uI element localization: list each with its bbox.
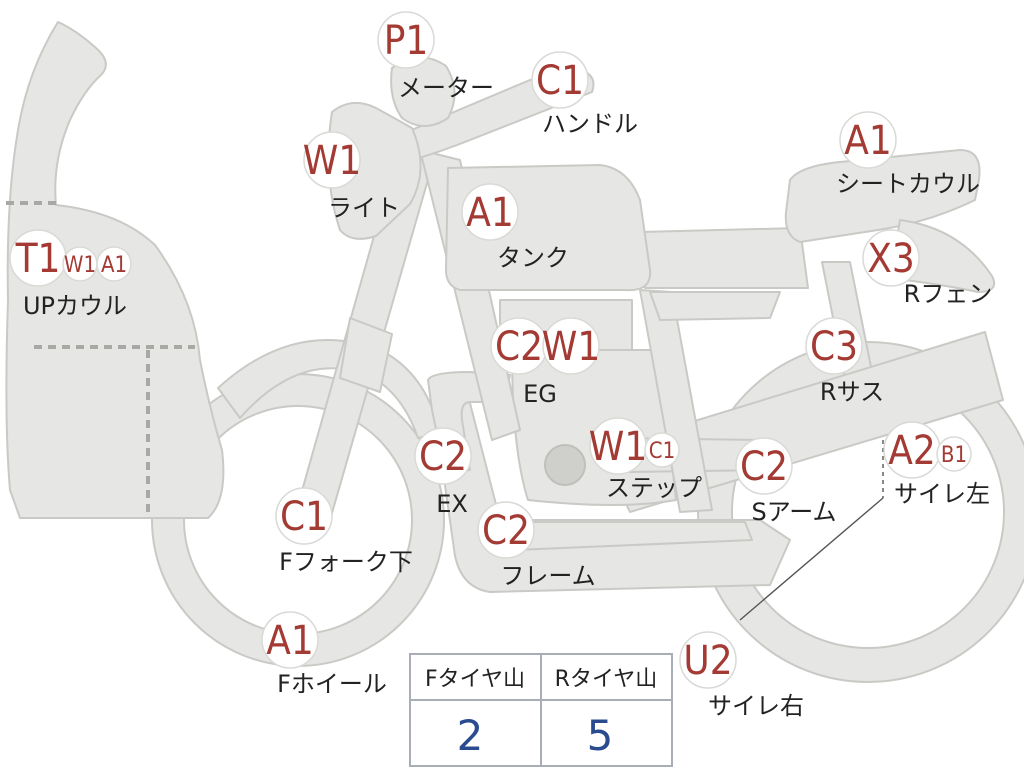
- part-label-exhaust: EX: [436, 490, 468, 518]
- code-badge-silencer-right-1: U2: [679, 631, 737, 689]
- code-badge-circle: [805, 317, 863, 375]
- part-label-silencer-right: サイレ右: [708, 692, 804, 720]
- rear-fender-shape: [889, 219, 996, 293]
- code-badge-step-1: W1: [589, 417, 647, 475]
- code-badge-text: A2: [888, 428, 936, 474]
- code-badge-text: C1: [536, 58, 584, 104]
- part-label-r-fender: Rフェン: [904, 280, 993, 308]
- code-badge-text: W1: [589, 424, 647, 470]
- code-badge-step-2: C1: [644, 432, 680, 468]
- code-badge-text: C2: [495, 324, 543, 370]
- part-label-light: ライト: [328, 194, 400, 222]
- code-badge-circle: [261, 611, 319, 669]
- code-badge-swing-arm-1: C2: [735, 437, 793, 495]
- code-badge-circle: [936, 436, 972, 472]
- tire-table: Fタイヤ山 Rタイヤ山 2 5: [409, 653, 673, 767]
- part-label-r-suspension: Rサス: [820, 378, 884, 406]
- code-badge-circle: [377, 11, 435, 69]
- code-badge-handle-1: C1: [531, 51, 589, 109]
- code-badge-light-1: W1: [303, 131, 361, 189]
- part-label-engine: EG: [523, 380, 557, 408]
- code-badge-text: W1: [64, 253, 96, 278]
- code-badge-circle: [531, 51, 589, 109]
- cowl-dashed-lines: [6, 201, 195, 512]
- code-badge-circle: [477, 501, 535, 559]
- code-badge-circle: [679, 631, 737, 689]
- code-badge-up-cowl-3: A1: [96, 246, 132, 282]
- code-badge-text: T1: [15, 236, 61, 282]
- code-badge-up-cowl-1: T1: [9, 229, 67, 287]
- code-badge-circle: [303, 131, 361, 189]
- code-badge-text: B1: [941, 443, 967, 468]
- code-badge-frame-1: C2: [477, 501, 535, 559]
- code-badge-text: W1: [542, 324, 600, 370]
- code-badge-r-suspension-1: C3: [805, 317, 863, 375]
- code-badge-text: A1: [266, 618, 314, 664]
- part-label-f-fork-lower: Fフォーク下: [279, 548, 413, 576]
- code-badge-tank-1: A1: [461, 183, 519, 241]
- code-badge-up-cowl-2: W1: [62, 246, 98, 282]
- code-badge-text: C2: [482, 508, 530, 554]
- code-badge-exhaust-1: C2: [414, 427, 472, 485]
- part-label-handle: ハンドル: [542, 110, 638, 138]
- part-label-swing-arm: Sアーム: [751, 498, 836, 526]
- part-label-silencer-left: サイレ左: [894, 480, 990, 508]
- r-tire-value: 5: [587, 711, 614, 760]
- code-badge-circle: [461, 183, 519, 241]
- code-badge-text: U2: [683, 638, 732, 684]
- code-badge-f-fork-lower-1: C1: [275, 487, 333, 545]
- code-badge-text: C3: [810, 324, 858, 370]
- code-badge-meter-1: P1: [377, 11, 435, 69]
- code-badge-circle: [414, 427, 472, 485]
- part-label-f-wheel: Fホイール: [277, 670, 387, 698]
- code-badge-silencer-left-1: A2: [883, 421, 941, 479]
- meter-shape: [390, 56, 456, 127]
- code-badge-text: A1: [466, 190, 514, 236]
- code-badge-circle: [96, 246, 132, 282]
- part-label-up-cowl: UPカウル: [23, 292, 127, 320]
- silencer-leader-lines: [739, 440, 884, 621]
- code-badge-text: P1: [384, 18, 429, 64]
- r-tire-header: Rタイヤ山: [555, 667, 658, 692]
- code-badge-text: A1: [101, 253, 127, 278]
- part-label-tank: タンク: [497, 244, 569, 272]
- code-badge-circle: [275, 487, 333, 545]
- code-badge-engine-2: W1: [542, 317, 600, 375]
- code-badge-text: C1: [280, 494, 328, 540]
- code-badge-r-fender-1: X3: [862, 229, 920, 287]
- code-badge-circle: [862, 229, 920, 287]
- code-badge-circle: [644, 432, 680, 468]
- seat-cowl-shape: [784, 149, 981, 243]
- code-badge-engine-1: C2: [490, 317, 548, 375]
- part-label-meter: メーター: [398, 74, 494, 102]
- code-badge-text: C2: [419, 434, 467, 480]
- code-badge-silencer-left-2: B1: [936, 436, 972, 472]
- code-badge-seat-cowl-1: A1: [839, 111, 897, 169]
- code-badge-circle: [839, 111, 897, 169]
- f-tire-value: 2: [457, 711, 484, 760]
- part-label-frame: フレーム: [500, 562, 595, 590]
- code-badge-f-wheel-1: A1: [261, 611, 319, 669]
- code-badge-circle: [542, 317, 600, 375]
- code-badge-text: W1: [303, 138, 361, 184]
- part-label-step: ステップ: [606, 474, 702, 502]
- code-badge-text: C2: [740, 444, 788, 490]
- code-badge-circle: [735, 437, 793, 495]
- code-badge-text: X3: [867, 236, 915, 282]
- code-badge-text: A1: [844, 118, 892, 164]
- f-tire-header: Fタイヤ山: [425, 667, 525, 692]
- code-badge-text: C1: [649, 439, 675, 464]
- part-label-seat-cowl: シートカウル: [836, 170, 980, 198]
